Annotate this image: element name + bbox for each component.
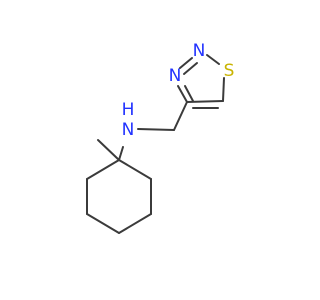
methyl-bond (97, 139, 120, 161)
n3-n2-bond (179, 57, 193, 69)
thiadiazole-n3-label: N (169, 66, 182, 86)
thiadiazole-sulfur-label: S (224, 61, 235, 81)
c4-n3-bond (177, 85, 188, 103)
amine-nitrogen-label: N (122, 120, 135, 140)
thiadiazole-n2-label: N (193, 41, 206, 61)
n3-n2-double-bond (183, 62, 198, 75)
ring-bond-4 (86, 213, 120, 234)
ring-bond-3 (118, 213, 152, 234)
thiadiazole-ring (177, 54, 225, 109)
cyclohexane-ring (86, 159, 152, 234)
s1-c5-bond (222, 77, 225, 102)
ring-to-amine-bond (118, 146, 124, 161)
ring-bond-1 (118, 159, 152, 180)
n2-s1-bond (206, 54, 220, 65)
c5-c4-bond (186, 100, 224, 103)
amine-hydrogen-label: H (122, 100, 135, 120)
c4-n3-double-bond (184, 85, 194, 102)
chemical-structure-diagram: N H N N S (0, 0, 300, 300)
amine-to-ch2-bond (137, 128, 175, 131)
ring-bond-6 (86, 159, 120, 180)
ch2-to-thiadiazole-bond (173, 101, 188, 131)
background (0, 0, 300, 300)
